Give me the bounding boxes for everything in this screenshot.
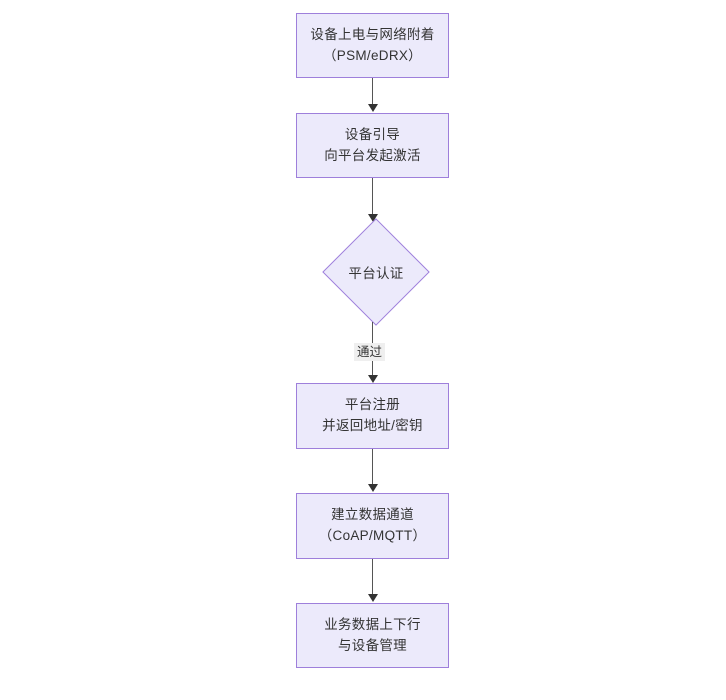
flow-edge-arrowhead-5 (367, 594, 378, 602)
flow-node-power-on[interactable]: 设备上电与网络附着 （PSM/eDRX） (296, 13, 449, 78)
flow-node-label: 设备引导 向平台发起激活 (324, 126, 421, 163)
flow-edge-line-5 (372, 559, 373, 595)
flow-node-bootstrap[interactable]: 设备引导 向平台发起激活 (296, 113, 449, 178)
flow-edge-arrowhead-4 (367, 484, 378, 492)
flow-node-label: 建立数据通道 （CoAP/MQTT） (318, 507, 427, 543)
flow-edge-arrowhead-3 (367, 375, 378, 383)
flow-edge-label-pass: 通过 (354, 343, 386, 362)
flow-node-label: 平台注册 并返回地址/密钥 (322, 397, 423, 433)
flow-edge-line-2 (372, 178, 373, 215)
flow-node-auth[interactable] (322, 218, 430, 326)
flow-node-service[interactable]: 业务数据上下行 与设备管理 (296, 603, 449, 668)
flow-node-channel[interactable]: 建立数据通道 （CoAP/MQTT） (296, 493, 449, 559)
flow-edge-arrowhead-1 (367, 104, 378, 112)
flow-node-label: 设备上电与网络附着 （PSM/eDRX） (310, 26, 435, 63)
flow-node-register[interactable]: 平台注册 并返回地址/密钥 (296, 383, 449, 449)
flow-edge-line-4 (372, 449, 373, 485)
flow-edge-arrowhead-2 (367, 214, 378, 222)
flow-node-label: 业务数据上下行 与设备管理 (324, 616, 421, 653)
flow-edge-line-1 (372, 78, 373, 105)
